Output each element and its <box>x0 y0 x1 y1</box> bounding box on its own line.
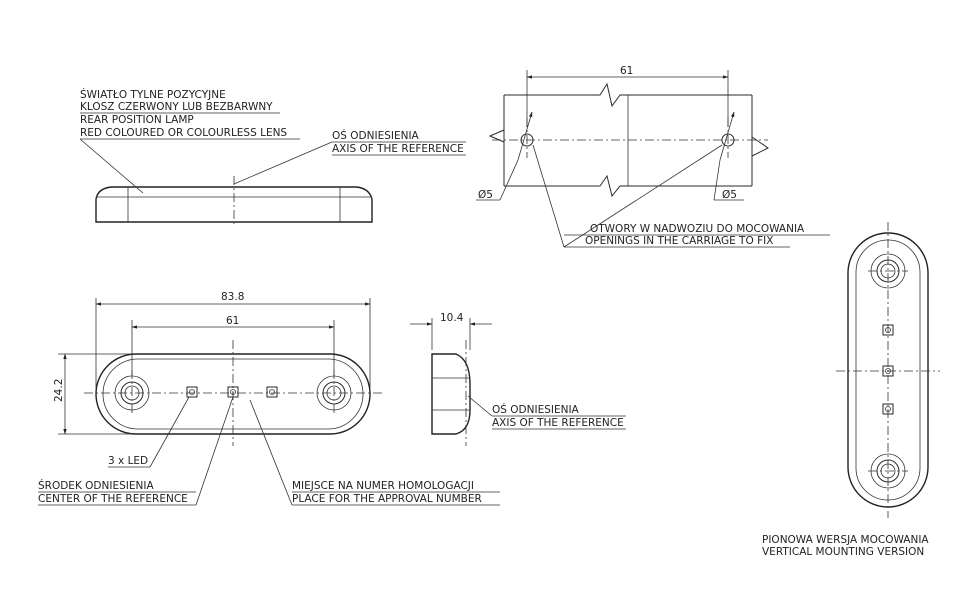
lamp-note-line-1: ŚWIATŁO TYLNE POZYCYJNE <box>80 88 226 101</box>
carriage-detail: 61 Ø5 Ø5 <box>476 65 769 201</box>
axis-side-line-2: AXIS OF THE REFERENCE <box>492 417 624 429</box>
axis-side-line-1: OŚ ODNIESIENIA <box>492 403 580 416</box>
dim-hole-spacing-front: 61 <box>226 315 239 327</box>
homologation-line-1: MIEJSCE NA NUMER HOMOLOGACJI <box>292 480 474 492</box>
openings-note: OTWORY W NADWOZIU DO MOCOWANIA OPENINGS … <box>532 144 830 248</box>
dim-hole-spacing-top: 61 <box>620 65 633 77</box>
center-note: ŚRODEK ODNIESIENIA CENTER OF THE REFEREN… <box>38 396 234 506</box>
axis-top-line-2: AXIS OF THE REFERENCE <box>332 143 464 155</box>
lamp-note-line-2: KLOSZ CZERWONY LUB BEZBARWNY <box>80 101 273 113</box>
leds-label: 3 x LED <box>108 455 148 467</box>
hole-left <box>520 133 534 147</box>
homologation-note: MIEJSCE NA NUMER HOMOLOGACJI PLACE FOR T… <box>249 399 500 506</box>
dim-height: 24.2 <box>53 379 65 402</box>
center-line-2: CENTER OF THE REFERENCE <box>38 493 188 505</box>
side-view: 10.4 <box>410 312 492 446</box>
hole-right <box>721 133 735 147</box>
dim-hole-right: Ø5 <box>722 189 737 201</box>
axis-top-note: OŚ ODNIESIENIA AXIS OF THE REFERENCE <box>233 129 466 185</box>
axis-side-note: OŚ ODNIESIENIA AXIS OF THE REFERENCE <box>467 395 626 430</box>
lamp-note: ŚWIATŁO TYLNE POZYCYJNE KLOSZ CZERWONY L… <box>79 88 300 194</box>
top-side-view <box>95 176 373 224</box>
openings-line-1: OTWORY W NADWOZIU DO MOCOWANIA <box>590 223 805 235</box>
leds-note: 3 x LED <box>108 396 190 468</box>
vertical-line-1: PIONOWA WERSJA MOCOWANIA <box>762 534 929 546</box>
vertical-view <box>836 222 940 518</box>
vertical-note: PIONOWA WERSJA MOCOWANIA VERTICAL MOUNTI… <box>762 534 929 558</box>
dim-depth: 10.4 <box>440 312 464 324</box>
homologation-line-2: PLACE FOR THE APPROVAL NUMBER <box>292 493 482 505</box>
dim-overall-length: 83.8 <box>221 291 244 303</box>
axis-top-line-1: OŚ ODNIESIENIA <box>332 129 420 142</box>
lamp-note-line-4: RED COLOURED OR COLOURLESS LENS <box>80 127 287 139</box>
vertical-line-2: VERTICAL MOUNTING VERSION <box>762 546 924 558</box>
openings-line-2: OPENINGS IN THE CARRIAGE TO FIX <box>585 235 773 247</box>
led-3 <box>266 386 278 398</box>
center-line-1: ŚRODEK ODNIESIENIA <box>38 479 154 492</box>
lamp-note-line-3: REAR POSITION LAMP <box>80 114 194 126</box>
led-1 <box>186 386 198 398</box>
dim-hole-left: Ø5 <box>478 189 493 201</box>
front-view: 83.8 61 24.2 <box>53 291 382 446</box>
